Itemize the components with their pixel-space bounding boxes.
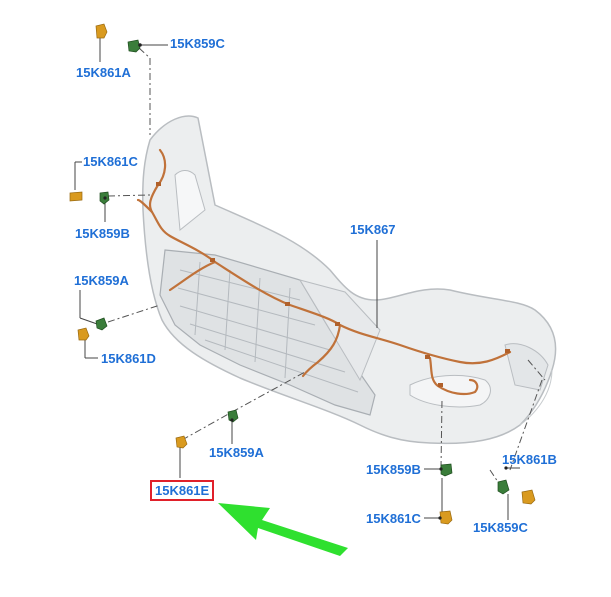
label-15k861c-left: 15K861C (83, 154, 138, 169)
wiring-harness (136, 148, 512, 396)
harness-clips (156, 182, 510, 387)
pointer-arrow-icon (218, 503, 348, 556)
parking-sensor-icon (95, 39, 510, 495)
label-15k861e-highlighted: 15K861E (150, 480, 215, 501)
label-15k859a-bottom: 15K859A (209, 445, 264, 460)
label-15k859c-top: 15K859C (170, 36, 225, 51)
connector-icon (69, 23, 536, 525)
label-15k859c-right: 15K859C (473, 520, 528, 535)
label-15k859a-left: 15K859A (74, 273, 129, 288)
front-bumper (142, 115, 557, 445)
label-15k861a: 15K861A (76, 65, 131, 80)
label-15k859b-right: 15K859B (366, 462, 421, 477)
label-15k861c-bottom: 15K861C (366, 511, 421, 526)
label-15k861b: 15K861B (502, 452, 557, 467)
sensor-dots (103, 43, 508, 520)
label-15k867: 15K867 (350, 222, 396, 237)
label-15k859b-left: 15K859B (75, 226, 130, 241)
label-15k861d: 15K861D (101, 351, 156, 366)
